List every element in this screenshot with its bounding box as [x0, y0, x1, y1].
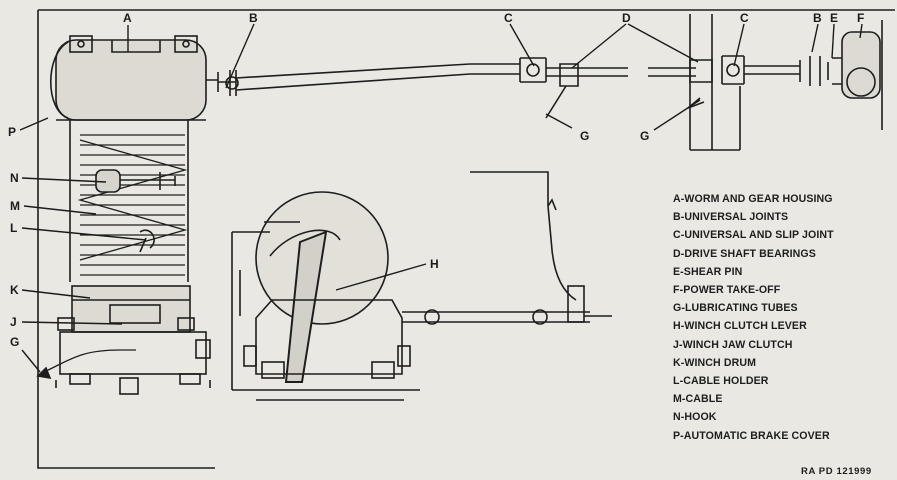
- callout-k: K: [10, 283, 19, 297]
- drive-shaft: [206, 14, 881, 151]
- callout-f: F: [857, 11, 864, 25]
- callout-b-left: B: [249, 11, 258, 25]
- legend-item: B-UNIVERSAL JOINTS: [673, 211, 789, 224]
- callout-j: J: [10, 315, 17, 329]
- callout-a: A: [123, 11, 132, 25]
- universal-joint-right: [799, 56, 821, 86]
- winch-clutch-lever: [284, 230, 328, 383]
- parts-legend: A-WORM AND GEAR HOUSING B-UNIVERSAL JOIN…: [673, 190, 834, 445]
- callout-d: D: [622, 11, 631, 25]
- winch-drum-cable-turns: [77, 134, 188, 276]
- callout-n: N: [10, 171, 19, 185]
- callout-h: H: [430, 257, 439, 271]
- legend-item: K-WINCH DRUM: [673, 356, 756, 369]
- drive-shaft-bearing-right: [689, 59, 713, 83]
- legend-item: M-CABLE: [673, 393, 723, 406]
- legend-item: D-DRIVE SHAFT BEARINGS: [673, 247, 816, 260]
- lubricating-tube-left: [43, 349, 136, 373]
- frame-line-left: [37, 10, 215, 469]
- brake-rod: [547, 205, 577, 301]
- callout-m: M: [10, 199, 20, 213]
- slip-joint-right: [721, 55, 745, 85]
- jaw-clutch-case: [71, 285, 191, 333]
- legend-item: A-WORM AND GEAR HOUSING: [673, 193, 833, 205]
- callout-c-right: C: [740, 11, 749, 25]
- hook: [95, 169, 176, 193]
- legend-item: H-WINCH CLUTCH LEVER: [673, 320, 807, 333]
- winch-base: [59, 331, 207, 375]
- universal-joint-left: [206, 70, 237, 96]
- callout-c-left: C: [504, 11, 513, 25]
- callout-g-mid: G: [580, 129, 589, 143]
- legend-item: E-SHEAR PIN: [673, 265, 743, 278]
- legend-item: J-WINCH JAW CLUTCH: [673, 338, 793, 351]
- callout-e: E: [830, 11, 838, 25]
- slip-joint-left: [519, 57, 547, 83]
- callout-p: P: [8, 125, 16, 139]
- callout-g-left: G: [10, 335, 19, 349]
- callout-b-right: B: [813, 11, 822, 25]
- callout-g-right: G: [640, 129, 649, 143]
- lower-shaft: [402, 311, 590, 323]
- legend-item: N-HOOK: [673, 411, 717, 424]
- legend-item: C-UNIVERSAL AND SLIP JOINT: [673, 229, 834, 242]
- callout-l: L: [10, 221, 17, 235]
- drive-shaft-bearing-left: [559, 63, 579, 87]
- reference-code: RA PD 121999: [801, 466, 872, 477]
- winch-assembly: [36, 35, 211, 395]
- winch-side-view: [231, 171, 612, 401]
- legend-item: P-AUTOMATIC BRAKE COVER: [673, 429, 830, 442]
- legend-item: G-LUBRICATING TUBES: [673, 302, 798, 315]
- legend-item: L-CABLE HOLDER: [673, 375, 769, 388]
- legend-item: F-POWER TAKE-OFF: [673, 284, 781, 297]
- housing-bracket: [174, 35, 198, 53]
